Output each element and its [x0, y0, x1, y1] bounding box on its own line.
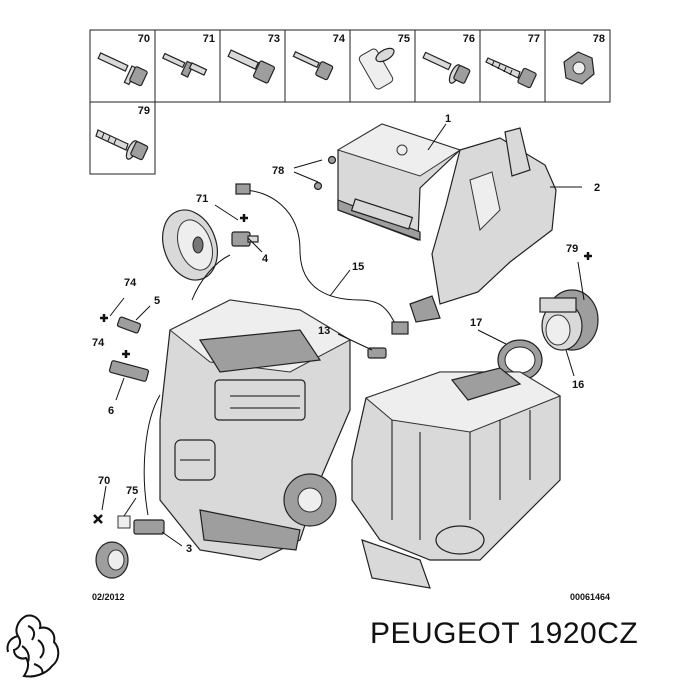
- sensor-6: [108, 360, 150, 382]
- bolt-washer-icon: [422, 51, 471, 84]
- hex-bolt-icon: [227, 49, 275, 84]
- callout-1: 1: [445, 113, 451, 125]
- cam-sensor-4: [231, 231, 259, 247]
- callout-70: 70: [98, 475, 110, 487]
- callout-2: 2: [594, 182, 600, 194]
- grid-label-73: 73: [268, 33, 280, 45]
- self-tapping-screw-icon: [485, 57, 537, 89]
- callout-17: 17: [470, 317, 482, 329]
- ecu-module: [336, 123, 462, 241]
- bolt-flange-icon: [97, 52, 148, 87]
- grid-label-74: 74: [333, 33, 346, 45]
- small-bolt-icon: [292, 50, 334, 81]
- callout-labels: 1 2 78 71 4 15 79 74 5 13 17 74 6 16 70 …: [92, 113, 600, 555]
- callout-15: 15: [352, 261, 364, 273]
- screw-washer-icon: [95, 129, 149, 161]
- grid-label-76: 76: [463, 33, 475, 45]
- air-filter-housing: [351, 367, 562, 589]
- sensor-3: [117, 515, 165, 535]
- callout-71: 71: [196, 193, 208, 205]
- leader-lines: [101, 123, 585, 547]
- callout-5: 5: [154, 295, 160, 307]
- fastener-grid: 70 71 73 74 75 76 77 78 79: [89, 29, 611, 175]
- callout-6: 6: [108, 405, 114, 417]
- fastener-markers: [93, 155, 592, 524]
- diagram-number: 00061464: [570, 592, 610, 602]
- callout-74-top: 74: [124, 277, 137, 289]
- connector-16: [539, 289, 599, 351]
- callout-3: 3: [186, 543, 192, 555]
- stud-bolt-icon: [161, 52, 208, 78]
- callout-75: 75: [126, 485, 138, 497]
- sensor-5: [116, 316, 142, 334]
- callout-78: 78: [272, 165, 284, 177]
- grid-label-79: 79: [138, 105, 150, 117]
- callout-79: 79: [566, 243, 578, 255]
- brand-title: PEUGEOT 1920CZ: [370, 617, 639, 650]
- crank-gear: [95, 541, 129, 579]
- grid-label-70: 70: [138, 33, 150, 45]
- grid-label-78: 78: [593, 33, 605, 45]
- sleeve-icon: [358, 47, 395, 90]
- ecu-bracket: [409, 127, 557, 323]
- cam-gear: [162, 209, 218, 281]
- grid-label-71: 71: [203, 33, 215, 45]
- grid-label-77: 77: [528, 33, 540, 45]
- hex-nut-icon: [563, 51, 595, 85]
- callout-16: 16: [572, 379, 584, 391]
- callout-4: 4: [262, 253, 269, 265]
- wire-harness-15: [235, 183, 409, 335]
- sensor-13: [367, 347, 387, 359]
- callout-74-mid: 74: [92, 337, 105, 349]
- date-code: 02/2012: [92, 592, 125, 602]
- grid-label-75: 75: [398, 33, 410, 45]
- callout-13: 13: [318, 325, 330, 337]
- engine-block: [159, 299, 352, 561]
- peugeot-lion-logo-icon: [6, 614, 60, 678]
